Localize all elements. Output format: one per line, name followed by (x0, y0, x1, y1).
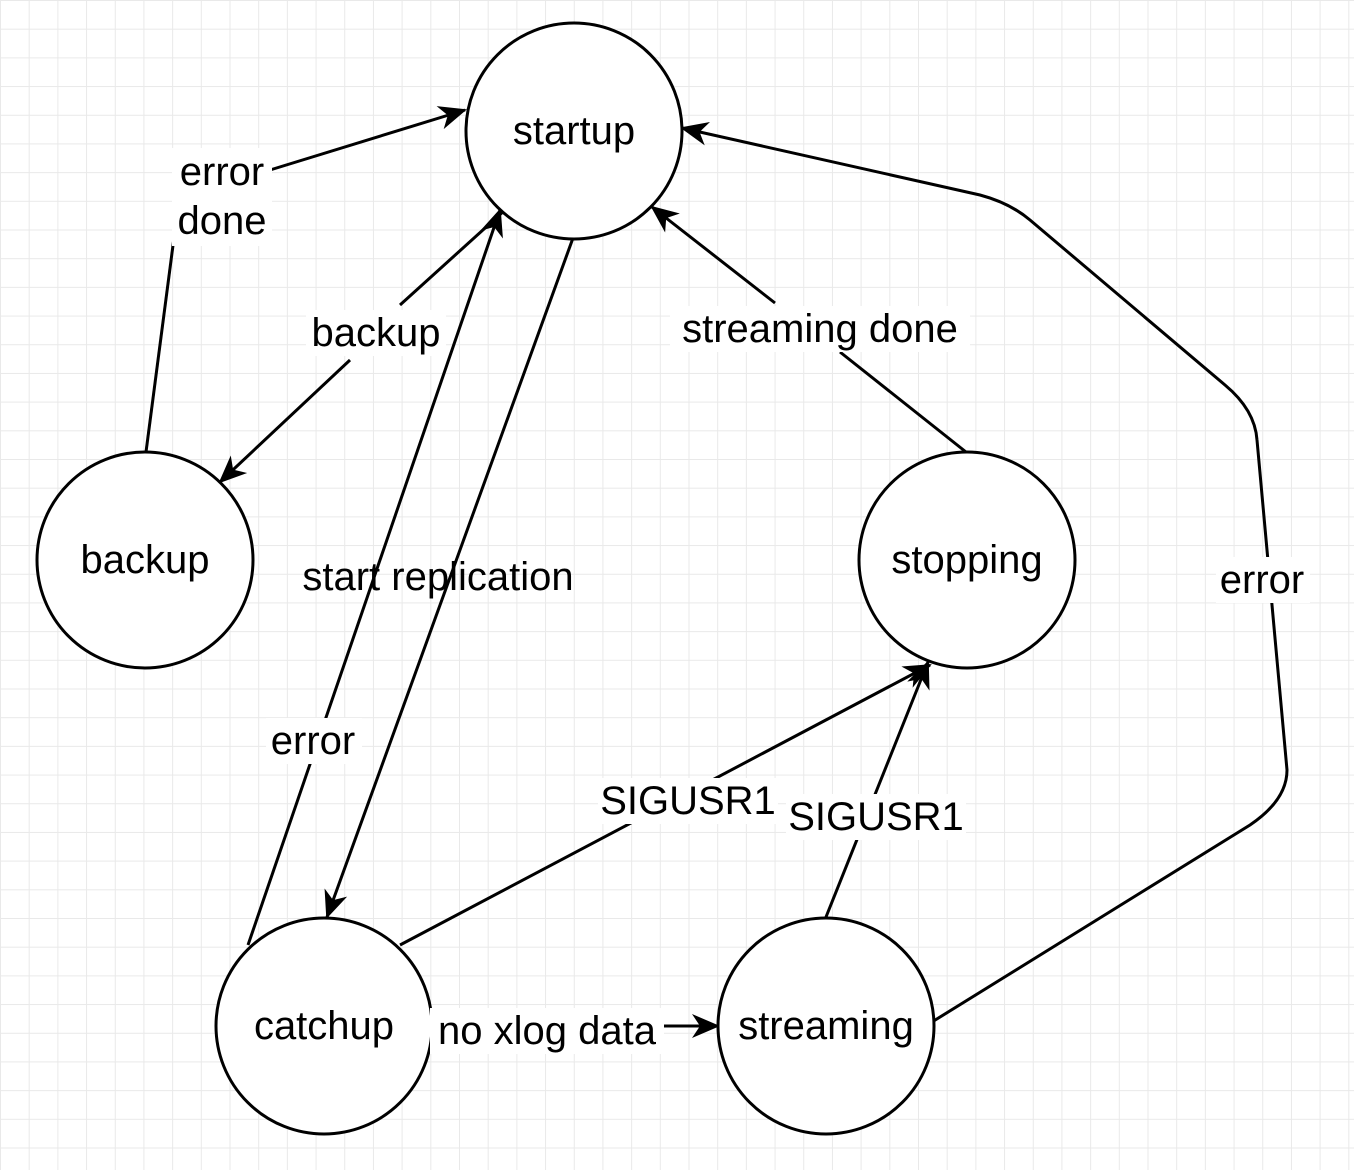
node-label-stopping: stopping (891, 538, 1042, 582)
edge-streaming-to-startup (680, 121, 1289, 1024)
edge-label-start-replication: start replication (302, 555, 573, 599)
edge-label-error-catchup: error (271, 719, 355, 763)
edge-label-no-xlog-data-group: no xlog data (430, 1008, 664, 1054)
edge-label-sigusr1-streaming: SIGUSR1 (788, 795, 964, 839)
state-node-catchup[interactable]: catchup (214, 916, 434, 1136)
edge-label-sigusr1-catchup-group: SIGUSR1 (598, 778, 778, 824)
edge-streaming-to-stopping (824, 660, 930, 918)
state-node-streaming[interactable]: streaming (716, 916, 936, 1136)
edge-catchup-to-startup-error (246, 208, 503, 946)
edge-label-start-replication-group: start replication (302, 555, 573, 599)
edge-label-error-catchup-group: error (266, 718, 362, 764)
edge-startup-to-catchup (324, 237, 575, 919)
edge-label-streaming-done-group: streaming done (670, 306, 970, 352)
edge-label-no-xlog-data: no xlog data (438, 1009, 657, 1053)
edge-label-backup-group: backup (306, 310, 446, 356)
edge-label-error-streaming: error (1220, 558, 1304, 602)
edge-label-streaming-done: streaming done (682, 307, 958, 351)
node-label-startup: startup (513, 109, 635, 153)
node-label-streaming: streaming (738, 1004, 914, 1048)
state-node-stopping[interactable]: stopping (857, 450, 1077, 670)
edge-label-sigusr1-streaming-group: SIGUSR1 (786, 794, 966, 840)
edge-label-error-1: error (180, 150, 264, 194)
edge-backup-to-startup (144, 106, 467, 453)
node-label-catchup: catchup (254, 1004, 394, 1048)
edge-label-error-done: error done (172, 148, 272, 246)
edge-label-backup: backup (312, 311, 441, 355)
state-node-backup[interactable]: backup (35, 450, 255, 670)
state-node-startup[interactable]: startup (464, 21, 684, 241)
edge-label-error-streaming-group: error (1216, 557, 1310, 603)
edge-label-sigusr1-catchup: SIGUSR1 (600, 779, 776, 823)
node-label-backup: backup (81, 538, 210, 582)
edge-label-done: done (178, 199, 267, 243)
edge-stopping-to-startup (650, 205, 967, 454)
